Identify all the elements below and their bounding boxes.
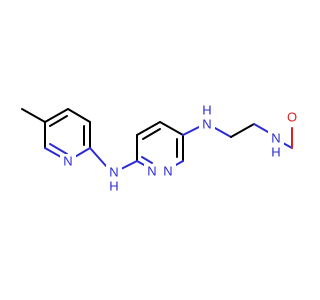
ethylene-chain — [182, 123, 269, 138]
atom-labels: N N H N N N H N H O — [60, 103, 300, 194]
amine-linker-left — [89, 147, 138, 170]
pyridazine-nitrogen-2-label: N — [163, 164, 172, 179]
amide-nitrogen-label: N — [271, 131, 280, 146]
amide-group — [282, 127, 293, 149]
carbonyl-oxygen-label: O — [287, 110, 297, 125]
amide-hydrogen-label: H — [271, 145, 280, 160]
pyridazine-nitrogen-1-label: N — [147, 164, 156, 179]
pyridine-nitrogen-label: N — [63, 154, 72, 169]
amine-hydrogen-left-label: H — [109, 179, 118, 194]
molecule-structure: N N H N N N H N H O — [21, 102, 300, 194]
methyl-bond-left — [21, 108, 46, 123]
amine-hydrogen-mid-label: H — [202, 103, 211, 118]
amine-nitrogen-left-label: N — [109, 165, 118, 180]
pyridazine-ring — [136, 121, 184, 171]
methylpyridine-ring — [21, 108, 91, 162]
amine-nitrogen-mid-label: N — [202, 117, 211, 132]
